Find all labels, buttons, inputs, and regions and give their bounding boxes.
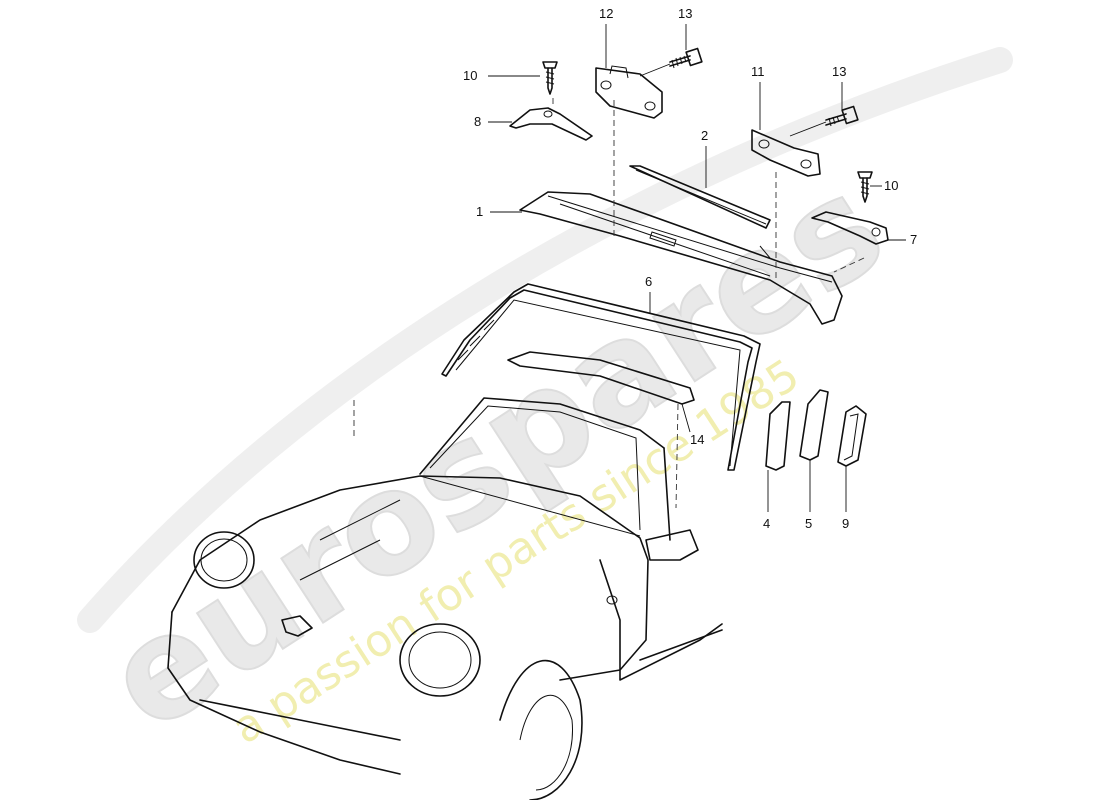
part-9-hinge-left — [509, 107, 593, 141]
callout-8: 7 — [910, 232, 917, 247]
callout-7: 6 — [645, 274, 652, 289]
part-1-roof-frame — [519, 191, 843, 325]
callout-11: 11 — [751, 64, 765, 79]
callout-2: 2 — [701, 128, 708, 143]
callout-13-right: 13 — [832, 64, 846, 79]
part-2-seal-strip — [629, 165, 771, 229]
watermark-brand: eurospares — [80, 145, 911, 764]
car-outline — [167, 397, 723, 801]
part-6-cover — [799, 389, 829, 461]
callout-13-left: 13 — [678, 6, 692, 21]
callout-6: 5 — [805, 516, 812, 531]
callout-9: 8 — [474, 114, 481, 129]
part-14-trim-strip — [507, 351, 695, 405]
part-13-bolt-right — [825, 105, 859, 127]
callout-1: 1 — [476, 204, 483, 219]
callout-14: 14 — [690, 432, 704, 447]
part-10-screw-right — [857, 171, 873, 203]
part-10-screw-left — [542, 61, 558, 95]
callout-5: 9 — [842, 516, 849, 531]
watermark-swoosh — [77, 47, 1013, 633]
part-13-bolt-left — [669, 47, 703, 69]
callout-12: 12 — [599, 6, 613, 21]
part-4-cover — [765, 401, 791, 471]
callout-10-left: 10 — [463, 68, 477, 83]
part-11-bracket — [751, 129, 821, 177]
assembly-lines — [353, 98, 865, 509]
part-7-windshield-seal — [441, 283, 761, 471]
callout-4: 4 — [763, 516, 770, 531]
callout-10-right: 10 — [884, 178, 898, 193]
callouts: 12 13 10 8 11 13 2 1 10 7 6 14 4 5 9 — [463, 6, 917, 531]
part-5-seal — [837, 405, 867, 467]
part-12-bracket — [595, 65, 663, 119]
